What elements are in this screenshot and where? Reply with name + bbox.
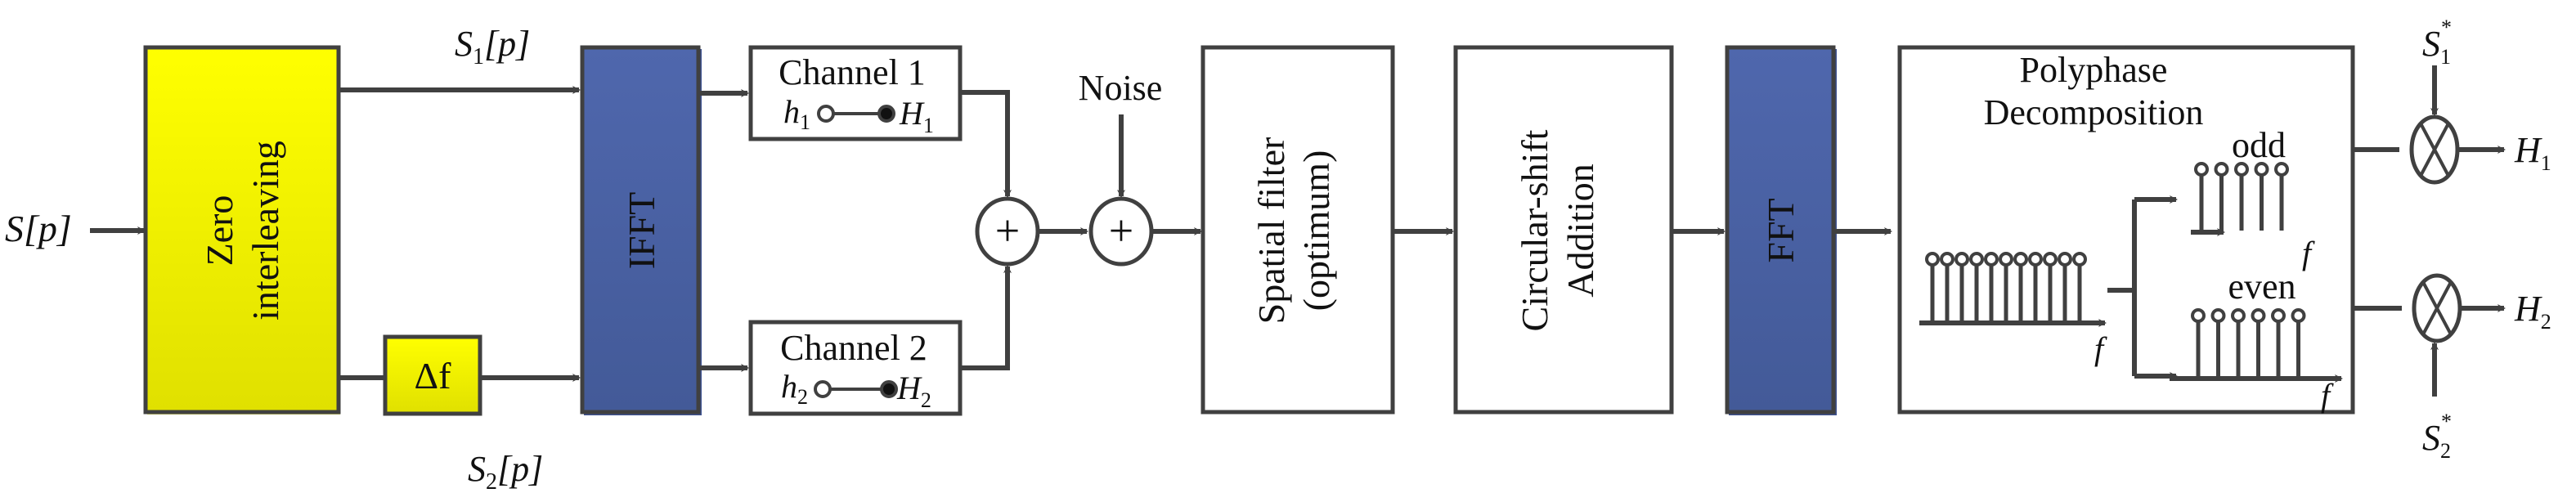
decomposition-label: Decomposition [1984,92,2204,132]
even-stem-head [2210,308,2226,323]
full-spectrum-stem-head [1999,252,2013,267]
spatial-filter-sublabel: (optimum) [1295,150,1337,312]
s1-conj-label: S1* [2422,16,2452,69]
h1-output-label: H1 [2514,130,2551,175]
zero-label: Zero [199,195,240,267]
delta-f-label: Δf [415,355,452,397]
channel1-h-label: h1 [783,93,810,134]
h2-output-label: H2 [2514,289,2551,334]
adder-2: + [1088,196,1154,267]
circular-shift-label: Circular-shift [1514,129,1555,331]
even-label: even [2228,267,2296,307]
full-spectrum-stem-head [1940,252,1954,267]
odd-stem-head [2254,162,2269,177]
channel2-title: Channel 2 [780,328,927,368]
spatial-filter-label: Spatial filter [1250,137,1292,325]
channel1-time-node-icon [817,105,835,123]
odd-stem-head [2214,162,2229,177]
even-stem-head [2251,308,2266,323]
zero-interleaving-block: Zero interleaving [143,45,341,415]
full-spectrum-stem-head [2043,252,2058,267]
delta-f-block: Δf [383,334,482,416]
plus-icon: + [1109,206,1133,255]
odd-label: odd [2232,125,2286,165]
even-stem-head [2291,308,2306,323]
full-spectrum-stem-head [2072,252,2087,267]
full-spectrum-stem-head [1984,252,1999,267]
channel2-block: Channel 2 h2 H2 [748,320,963,416]
plus-icon: + [995,206,1020,255]
input-signal-label: S[p] [5,208,72,249]
spatial-filter-block: Spatial filter (optimum) [1200,45,1395,415]
channel1-block: Channel 1 h1 H1 [748,45,963,141]
polyphase-block: Polyphase Decomposition odd even f f f [1897,45,2355,415]
polyphase-label: Polyphase [2020,50,2168,90]
full-spectrum-stem-head [2028,252,2043,267]
channel1-H-label: H1 [899,95,934,137]
adder-1: + [975,196,1040,267]
multiplier-1 [2409,114,2460,185]
odd-stem-head [2194,162,2209,177]
even-stem-head [2191,308,2206,323]
even-stem-head [2271,308,2286,323]
full-spectrum-stem-head [1954,252,1969,267]
full-spectrum-stem-head [2058,252,2072,267]
odd-stem-head [2234,162,2249,177]
full-spectrum-stem-head [2013,252,2028,267]
channel2-time-node-icon [814,380,832,398]
full-spectrum-stem-head [1969,252,1984,267]
interleaving-label: interleaving [245,141,286,320]
ch1-to-adder-arrow [960,90,1012,198]
addition-label: Addition [1560,164,1601,298]
ifft-label: IFFT [621,192,662,270]
s2-conj-label: S2* [2422,410,2452,463]
channel1-title: Channel 1 [779,52,926,92]
channel1-freq-node-icon [877,105,895,123]
ifft-block: IFFT [580,45,702,415]
fft-block: FFT [1725,45,1837,415]
circular-shift-block: Circular-shift Addition [1453,45,1674,415]
s1-label: S1[p] [455,24,530,69]
noise-label: Noise [1079,68,1163,108]
channel2-freq-node-icon [880,380,898,398]
odd-stem-head [2274,162,2289,177]
ch2-to-adder-arrow [960,265,1012,370]
full-spectrum-stem-head [1925,252,1940,267]
even-stem-head [2231,308,2246,323]
fft-label: FFT [1760,198,1802,262]
channel2-H-label: H2 [896,370,931,412]
stem-plots [1925,162,2306,377]
channel2-h-label: h2 [781,368,808,409]
multiplier-2 [2412,273,2462,343]
s2-label: S2[p] [468,449,543,495]
